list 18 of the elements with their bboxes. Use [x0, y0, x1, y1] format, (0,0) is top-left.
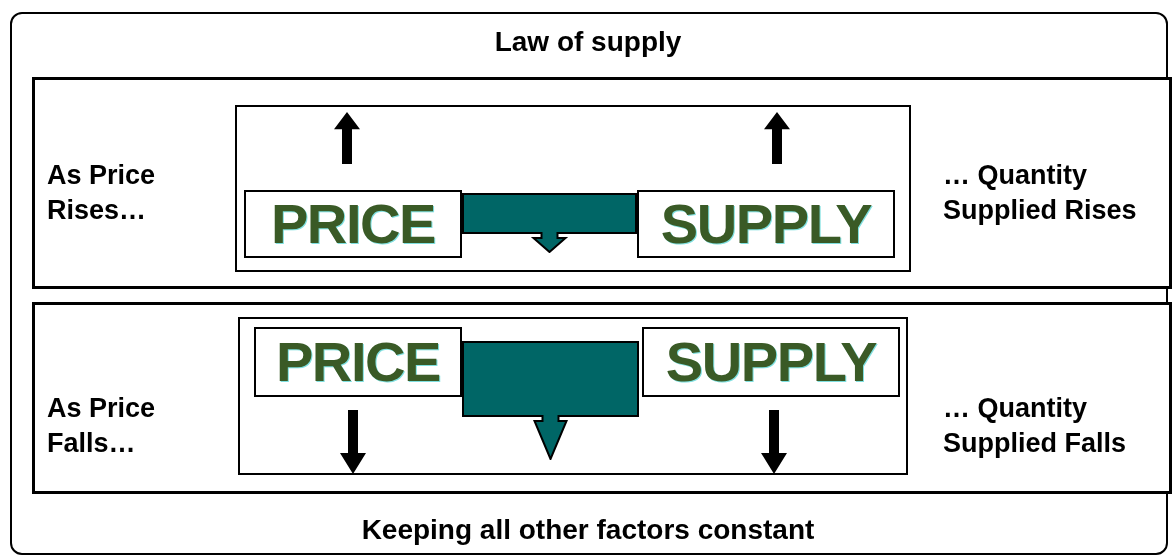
word-box — [642, 327, 900, 397]
band-panel — [32, 77, 1172, 289]
side-text: As Price Rises… — [47, 159, 157, 228]
word-box — [254, 327, 462, 397]
word-text: SUPPLY — [665, 334, 877, 390]
word-text: PRICE — [270, 196, 436, 252]
word-text: SUPPLY — [660, 196, 872, 252]
word-box — [244, 190, 462, 258]
side-text: … Quantity Supplied Rises — [943, 159, 1138, 228]
side-text: As Price Falls… — [47, 392, 157, 461]
diagram-caption: Keeping all other factors constant — [360, 516, 816, 544]
band-panel — [32, 302, 1172, 494]
word-text: PRICE — [275, 334, 441, 390]
diagram-title: Law of supply — [493, 28, 683, 56]
side-text: … Quantity Supplied Falls — [943, 392, 1128, 461]
frame-box — [235, 105, 911, 272]
frame-box — [238, 317, 908, 475]
word-box — [637, 190, 895, 258]
